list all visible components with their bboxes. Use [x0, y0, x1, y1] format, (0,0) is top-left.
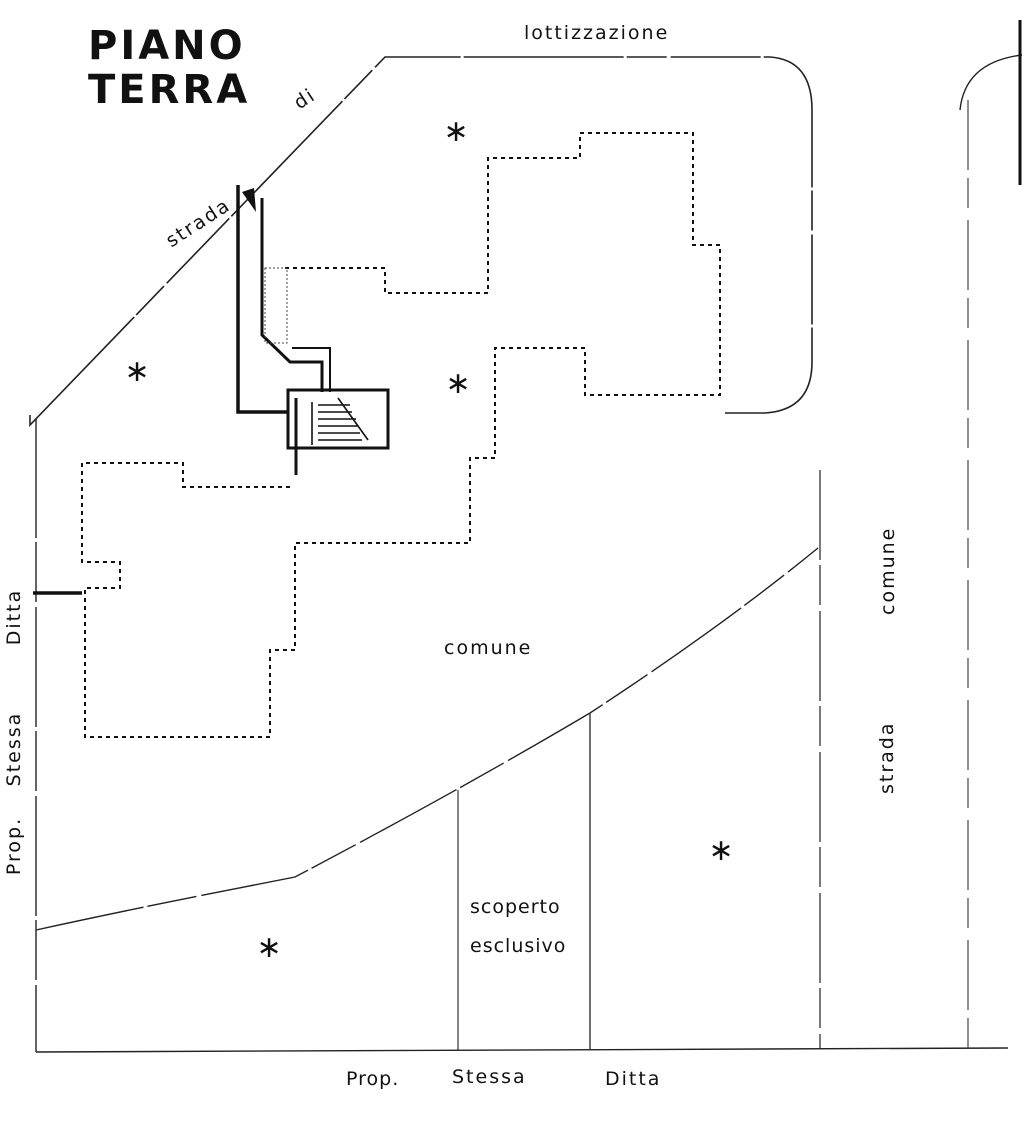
label-bottom-ditta: Ditta: [605, 1068, 662, 1090]
label-left-stessa: Stessa: [3, 711, 25, 787]
label-bottom-prop: Prop.: [346, 1068, 400, 1090]
right-corner-curve: [959, 54, 1023, 111]
asterisk-marker: ∗: [708, 833, 734, 868]
ramp-hatch: [264, 267, 288, 344]
stairwell: [286, 388, 390, 450]
label-comune-right: comune: [877, 526, 899, 615]
stair-treads: [311, 397, 369, 445]
building-footprint: [81, 132, 721, 738]
asterisk-marker: ∗: [124, 354, 150, 389]
label-left-ditta: Ditta: [3, 588, 25, 646]
asterisk-marker: ∗: [445, 366, 471, 401]
entrance-arrow: [242, 188, 256, 212]
label-lottizzazione: lottizzazione: [524, 22, 670, 44]
label-comune-center: comune: [444, 637, 533, 659]
label-left-prop: Prop.: [3, 816, 25, 876]
asterisk-marker: ∗: [443, 114, 469, 149]
plan-title-line2: TERRA: [88, 67, 251, 113]
common-area-curve: [35, 547, 819, 931]
access-path: [236, 185, 288, 414]
bottom-boundary: [35, 1047, 1009, 1053]
lot-boundary: [29, 56, 813, 427]
label-scoperto: scoperto: [470, 896, 561, 918]
label-esclusivo: esclusivo: [470, 935, 567, 957]
plan-title-line1: PIANO: [88, 23, 246, 69]
asterisk-marker: ∗: [256, 930, 282, 965]
label-strada-right: strada: [876, 721, 898, 794]
label-bottom-stessa: Stessa: [452, 1066, 527, 1088]
access-path-inner: [260, 198, 324, 392]
access-path-inner-2: [292, 347, 331, 392]
